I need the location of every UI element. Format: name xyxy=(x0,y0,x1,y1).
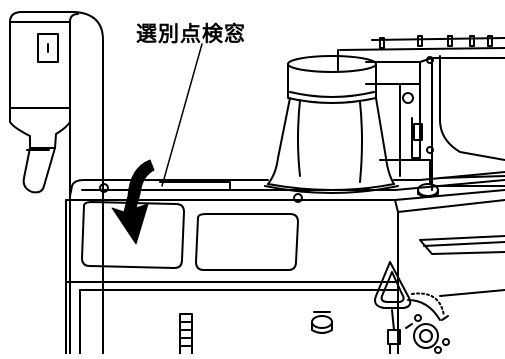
side-tray xyxy=(419,235,505,297)
discharge-chute xyxy=(9,107,71,194)
inlet-funnel xyxy=(264,55,399,194)
level-gauge xyxy=(179,313,193,356)
release-lever-icon xyxy=(374,261,412,356)
callout-leader-line xyxy=(161,43,203,187)
inspection-window-left xyxy=(81,181,231,269)
inspection-window-right xyxy=(195,213,299,271)
curved-down-arrow-icon xyxy=(111,159,155,245)
main-housing xyxy=(65,171,505,356)
rotary-dial xyxy=(405,292,450,354)
bottom-knob xyxy=(311,311,333,334)
inspection-window-callout-label: 選別点検窓 xyxy=(136,22,246,46)
